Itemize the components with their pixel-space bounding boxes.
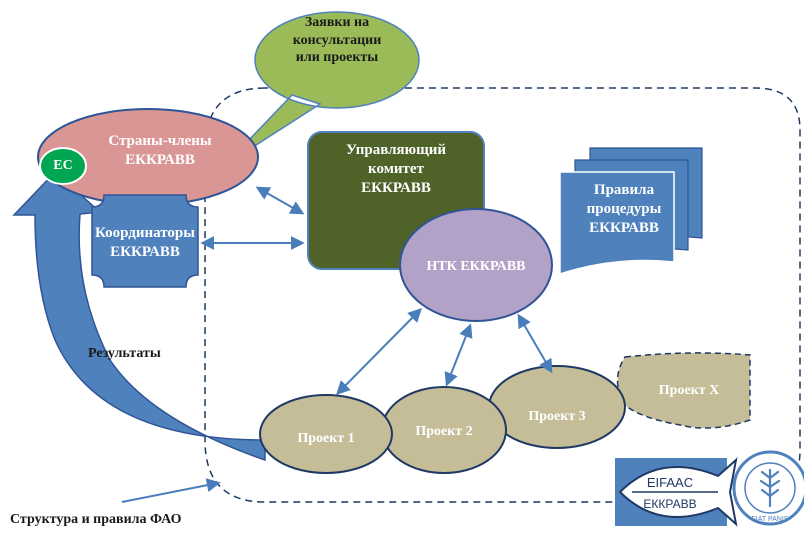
eifaac-top-text: EIFAAC — [647, 475, 693, 490]
rules-doc-front — [559, 171, 675, 276]
project-2-ellipse — [381, 386, 507, 474]
results-arrow — [12, 170, 266, 462]
arrow-ntk-project3 — [517, 313, 553, 374]
arrow-members-steering — [255, 186, 305, 215]
project-1-ellipse — [259, 394, 393, 474]
arrow-fao-structure — [121, 478, 221, 503]
ntk-ellipse — [399, 208, 553, 322]
speech-bubble — [224, 11, 420, 166]
project-x-shape — [616, 352, 751, 429]
fao-logo: FIAT PANIS — [732, 450, 804, 526]
coordinators-box — [91, 194, 199, 288]
fao-ring-text: FIAT PANIS — [752, 516, 789, 523]
eifaac-logo: EIFAAC ЕККРАВВ — [615, 457, 738, 527]
ec-badge — [39, 147, 87, 185]
wheat-icon — [759, 468, 781, 508]
connector-arrows — [121, 186, 553, 503]
organization-boundary — [204, 87, 801, 503]
eifaac-bottom-text: ЕККРАВВ — [643, 497, 696, 511]
arrow-ntk-project1 — [336, 308, 422, 395]
arrow-ntk-project2 — [444, 323, 473, 387]
project-3-ellipse — [488, 365, 626, 449]
